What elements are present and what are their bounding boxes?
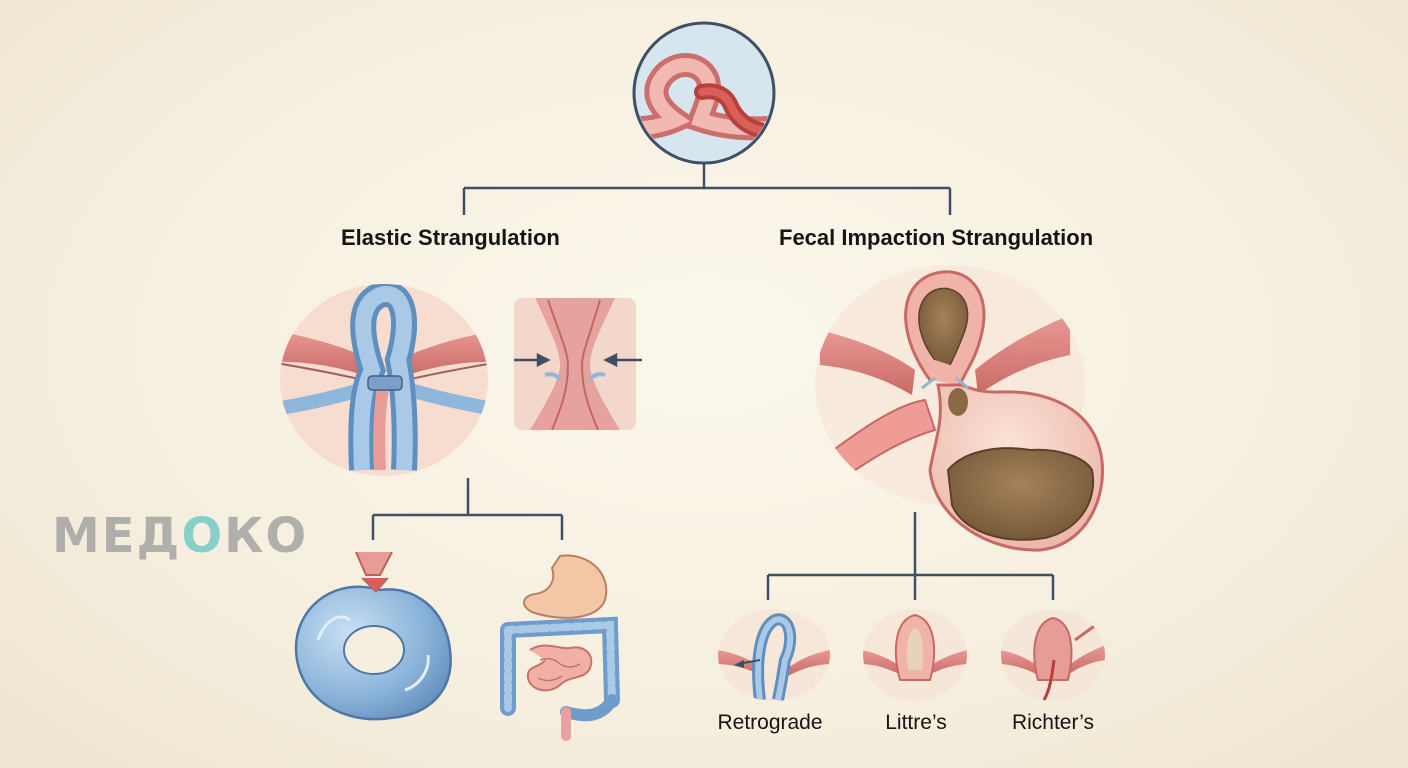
elastic-strangulation-loop-illustration xyxy=(280,284,488,476)
fecal-impaction-illustration xyxy=(815,265,1104,552)
littres-hernia-illustration xyxy=(863,609,967,701)
richters-hernia-illustration xyxy=(1001,609,1105,701)
littres-label: Littre’s xyxy=(885,711,947,734)
medoko-watermark-logo: МЕДОКО xyxy=(52,508,309,564)
richters-label: Richter’s xyxy=(1011,711,1095,734)
root-hernia-icon xyxy=(632,21,776,165)
retrograde-hernia-illustration xyxy=(718,609,830,701)
elastic-compression-neck-illustration xyxy=(514,298,642,430)
elastic-strangulation-title: Elastic Strangulation xyxy=(341,225,560,250)
retrograde-label: Retrograde xyxy=(717,711,823,734)
closed-loop-bowel-illustration xyxy=(294,551,452,721)
fecal-impaction-strangulation-title: Fecal Impaction Strangulation xyxy=(779,225,1094,250)
gastrointestinal-tract-illustration xyxy=(500,554,620,741)
tree-connectors xyxy=(371,162,1055,600)
